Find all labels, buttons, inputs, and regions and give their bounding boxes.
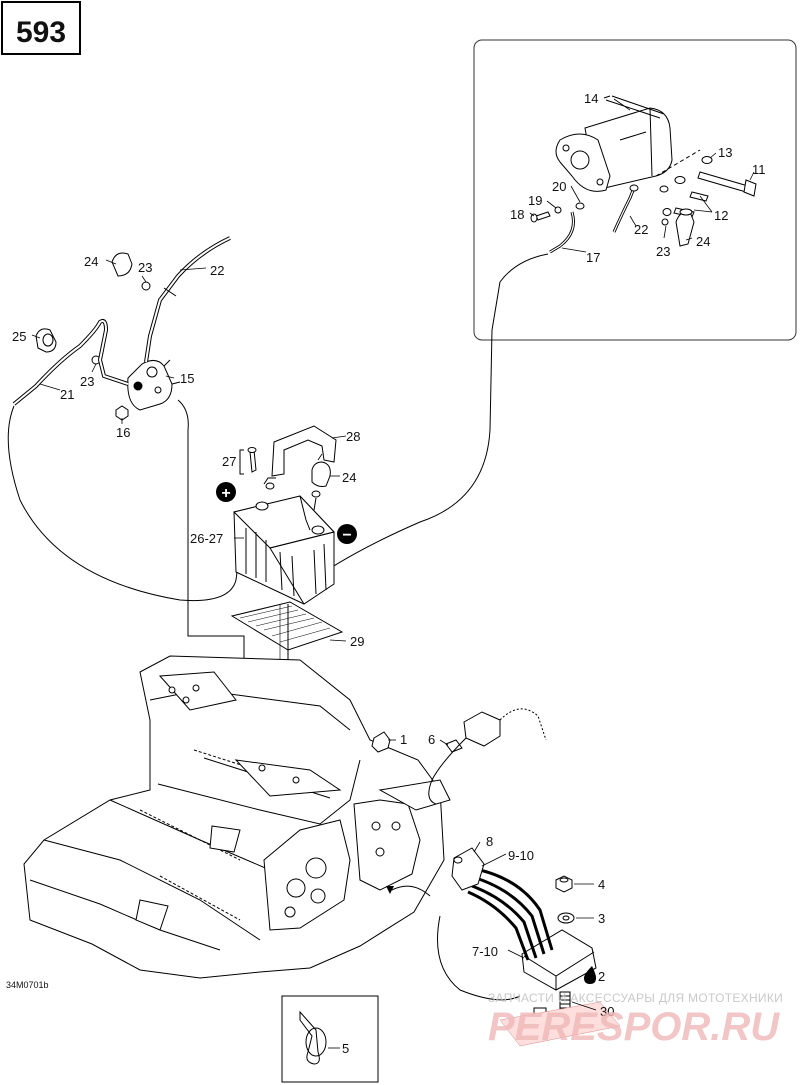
watermark: ЗАПЧАСТИ И АКСЕССУАРЫ ДЛЯ МОТОТЕХНИКИ PE…	[488, 991, 783, 1049]
battery	[233, 495, 335, 605]
starter-cable-22	[612, 184, 639, 233]
battery-strap-28	[271, 425, 337, 477]
solenoid-mount-line	[177, 399, 245, 748]
positive-terminal-symbol: +	[216, 482, 236, 502]
starter-motor	[555, 95, 701, 192]
leader-lines	[31, 98, 755, 1049]
pad-shadow-30	[499, 1001, 621, 1047]
callout-19: 19	[528, 193, 542, 208]
callout-1: 1	[400, 732, 407, 747]
callout-16: 16	[116, 425, 130, 440]
fuse-6	[445, 739, 463, 753]
callout-18: 18	[510, 207, 524, 222]
screw-2	[584, 966, 596, 984]
battery-positive-wire	[7, 405, 241, 602]
arrow-head-3	[386, 886, 394, 894]
callout-5: 5	[342, 1041, 349, 1056]
regulator-ground-wire	[437, 915, 521, 1001]
fuse-holder	[463, 711, 501, 747]
positive-sign: +	[221, 485, 230, 502]
chassis-frame	[23, 655, 451, 979]
page-number: 593	[16, 16, 66, 49]
battery-cover-24	[311, 461, 331, 487]
watermark-line2: PERESPOR.RU	[488, 1005, 780, 1049]
screw-18	[530, 211, 551, 223]
callout-27: 27	[222, 454, 236, 469]
callout-24-starter: 24	[696, 234, 710, 249]
callout-23-solenoid-top: 23	[138, 260, 152, 275]
cover-24-solenoid	[111, 252, 133, 277]
callout-8: 8	[486, 834, 493, 849]
solenoid-cable-22	[144, 236, 231, 363]
callout-11: 11	[752, 162, 766, 177]
connector-8	[451, 847, 485, 891]
starter-detail-inset	[473, 39, 797, 341]
solenoid-cable-21	[12, 319, 129, 406]
bracket-27	[239, 449, 244, 475]
callout-21: 21	[60, 387, 74, 402]
clip-1	[371, 731, 391, 753]
watermark-line1: ЗАПЧАСТИ И АКСЕССУАРЫ ДЛЯ МОТОТЕХНИКИ	[488, 991, 783, 1005]
battery-negative-cable	[317, 253, 549, 577]
callout-labels: 1 2 3 4 5 6 7-10 8 9-10 11 12 13 14 15 1…	[12, 91, 766, 1056]
callout-20: 20	[552, 179, 566, 194]
callout-15: 15	[180, 371, 194, 386]
callout-14: 14	[584, 91, 598, 106]
callout-4: 4	[598, 877, 605, 892]
callout-29: 29	[350, 634, 364, 649]
callout-25: 25	[12, 329, 26, 344]
terminal-cover-24-starter	[675, 208, 695, 247]
negative-sign: −	[342, 527, 351, 544]
battery-pad-29	[230, 601, 344, 651]
bolt-11	[697, 171, 757, 197]
callout-23-solenoid-left: 23	[80, 374, 94, 389]
washer-13	[659, 156, 713, 193]
callout-6: 6	[428, 732, 435, 747]
cable-tie-box	[281, 995, 379, 1083]
callout-17: 17	[586, 250, 600, 265]
page-number-box: 593	[1, 1, 81, 55]
callout-22-solenoid: 22	[210, 263, 224, 278]
washer-19	[554, 206, 562, 214]
starter-solenoid-15	[127, 359, 181, 411]
callout-2: 2	[598, 969, 605, 984]
bolt-27	[247, 447, 321, 511]
regulator-arrow-line	[391, 885, 431, 897]
callout-26-27: 26-27	[190, 531, 223, 546]
cover-25	[35, 328, 57, 353]
fuse-holder-wire	[499, 708, 547, 741]
nut-23-solenoid-top	[141, 281, 151, 291]
callout-30: 30	[600, 1004, 614, 1019]
callout-23-starter: 23	[656, 244, 670, 259]
callout-24-solenoid: 24	[84, 254, 98, 269]
washer-3	[557, 912, 575, 924]
callout-28: 28	[346, 429, 360, 444]
negative-terminal-symbol: −	[337, 524, 357, 544]
drawing-code: 34M0701b	[6, 980, 49, 990]
callout-9-10: 9-10	[508, 848, 534, 863]
regulator-harness	[467, 868, 554, 961]
washer-20	[575, 202, 585, 210]
callout-24-battery: 24	[342, 470, 356, 485]
callout-13: 13	[718, 145, 732, 160]
callout-7-10: 7-10	[472, 944, 498, 959]
nut-16	[115, 405, 129, 421]
callout-22-starter: 22	[634, 222, 648, 237]
callout-3: 3	[598, 911, 605, 926]
callout-12: 12	[714, 208, 728, 223]
nut-4	[555, 875, 573, 893]
ground-wire-17	[549, 211, 575, 254]
fuse-wire	[428, 737, 467, 805]
starter-nut-23	[661, 208, 672, 226]
